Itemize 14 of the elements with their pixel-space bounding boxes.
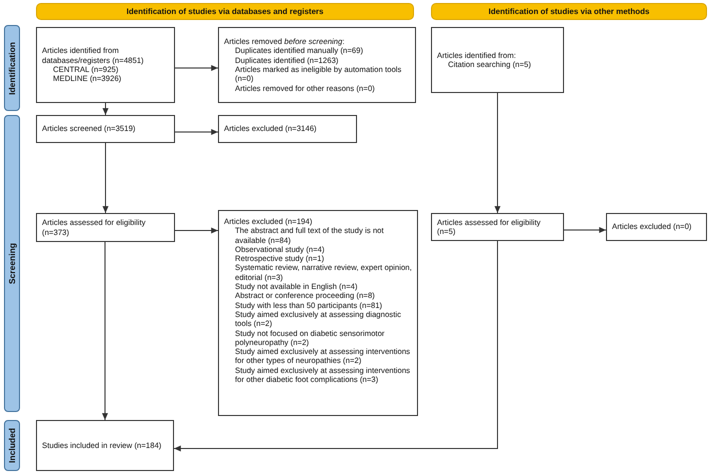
- arrow: [174, 65, 218, 71]
- arrow: [102, 142, 108, 214]
- phase-label: Screening: [4, 115, 20, 412]
- arrow: [102, 102, 108, 116]
- section-header: Identification of studies via databases and registers: [36, 3, 414, 20]
- arrow: [174, 129, 218, 135]
- arrow: [564, 227, 606, 233]
- arrow: [494, 92, 500, 214]
- phase-label: Included: [4, 420, 20, 471]
- section-header: Identification of studies via other methods: [431, 3, 707, 20]
- arrow: [102, 242, 108, 420]
- arrow: [174, 228, 218, 234]
- phase-label: Identification: [4, 25, 20, 111]
- arrow: [174, 240, 498, 452]
